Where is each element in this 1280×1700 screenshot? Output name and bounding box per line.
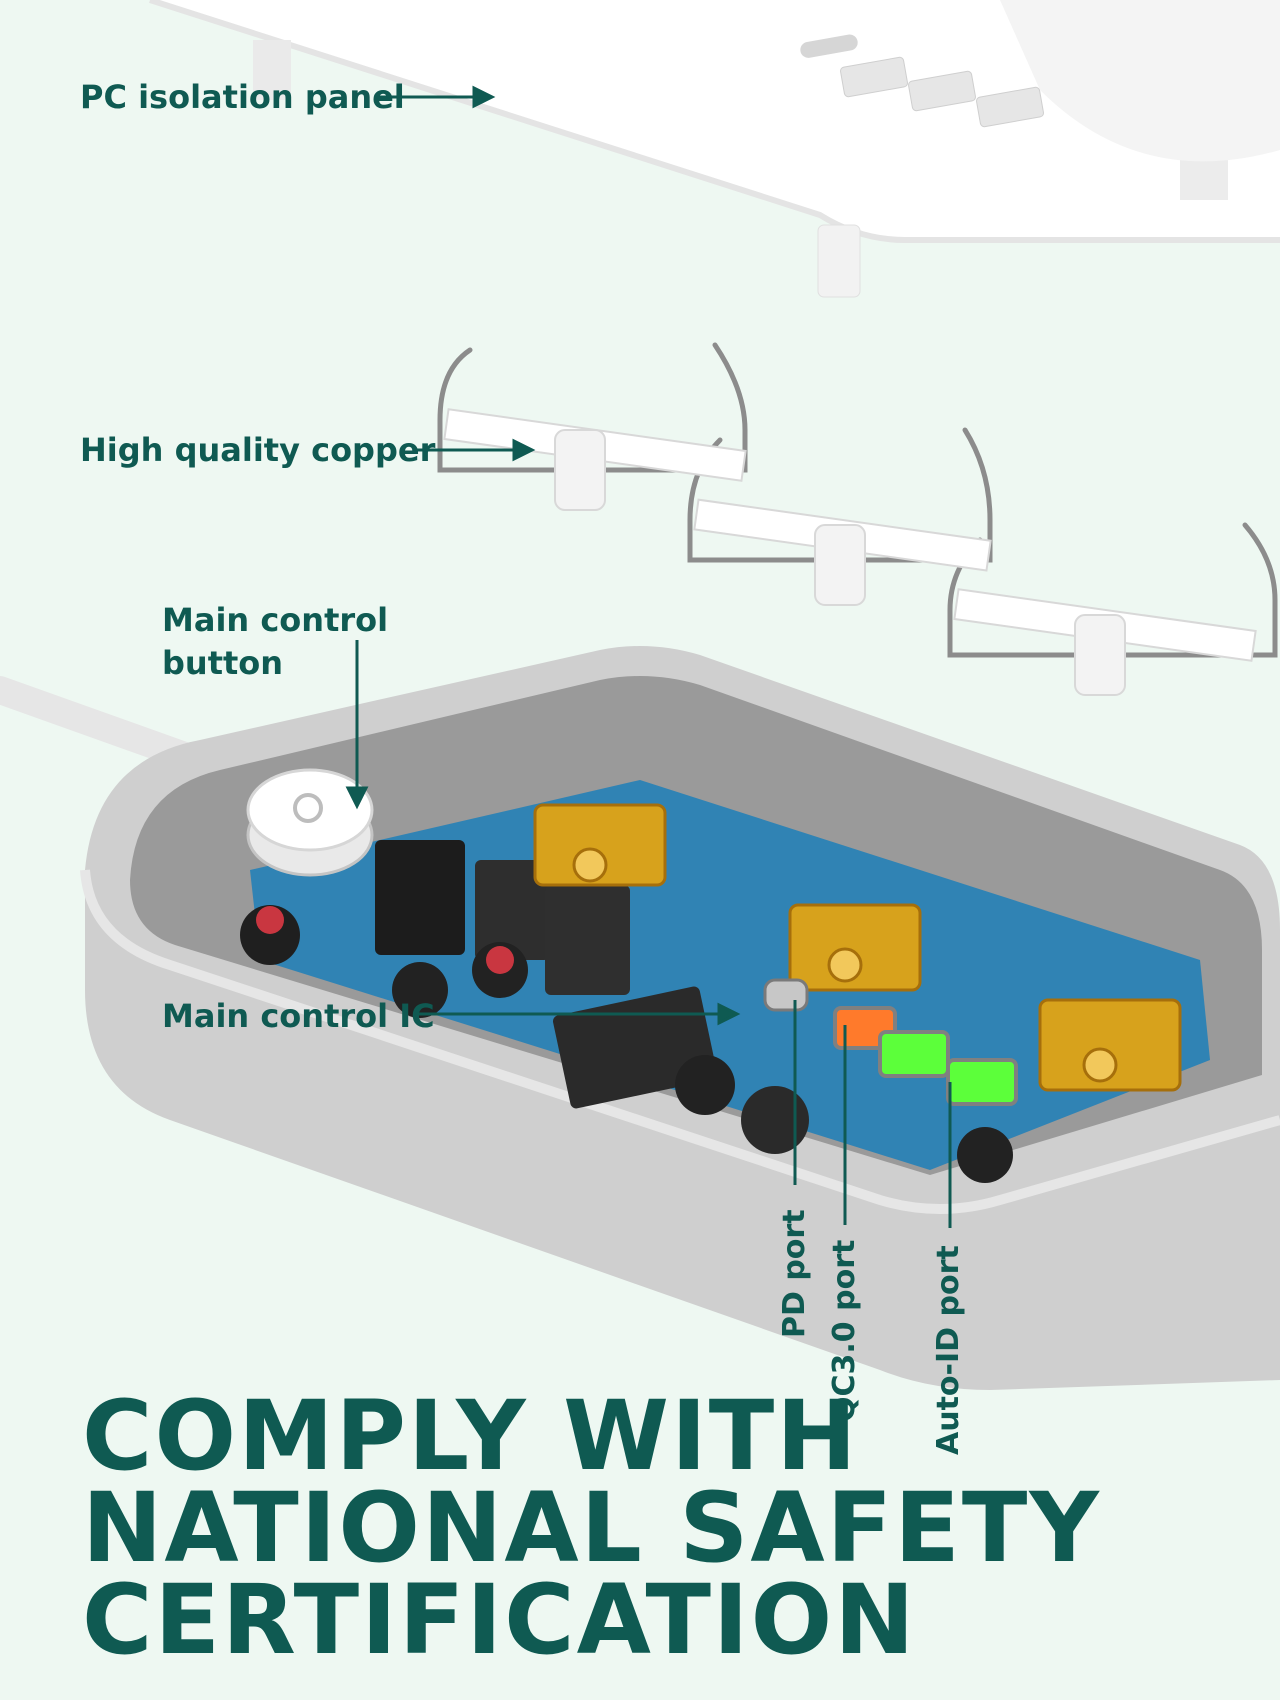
main-control-button-art — [246, 768, 374, 877]
label-main-control-button-line1: Main control — [162, 601, 389, 639]
headline-line1: COMPLY WITH — [82, 1380, 859, 1492]
label-high-quality-copper: High quality copper — [80, 431, 436, 469]
pc-isolation-panel — [149, 0, 1280, 298]
headline: COMPLY WITH NATIONAL SAFETY CERTIFICATIO… — [82, 1380, 1232, 1676]
usb-ports — [763, 978, 1018, 1106]
copper-contact-bars — [443, 408, 1257, 696]
leader-lines — [345, 85, 952, 1228]
headline-line2: NATIONAL SAFETY — [82, 1472, 1101, 1584]
label-main-control-button-line2: button — [162, 644, 284, 682]
label-pc-isolation-panel: PC isolation panel — [80, 78, 405, 116]
headline-line3: CERTIFICATION — [82, 1564, 917, 1676]
socket-terminals — [533, 803, 1182, 1092]
label-main-control-ic: Main control IC — [162, 997, 435, 1035]
label-pd-port: PD port — [777, 1209, 812, 1338]
